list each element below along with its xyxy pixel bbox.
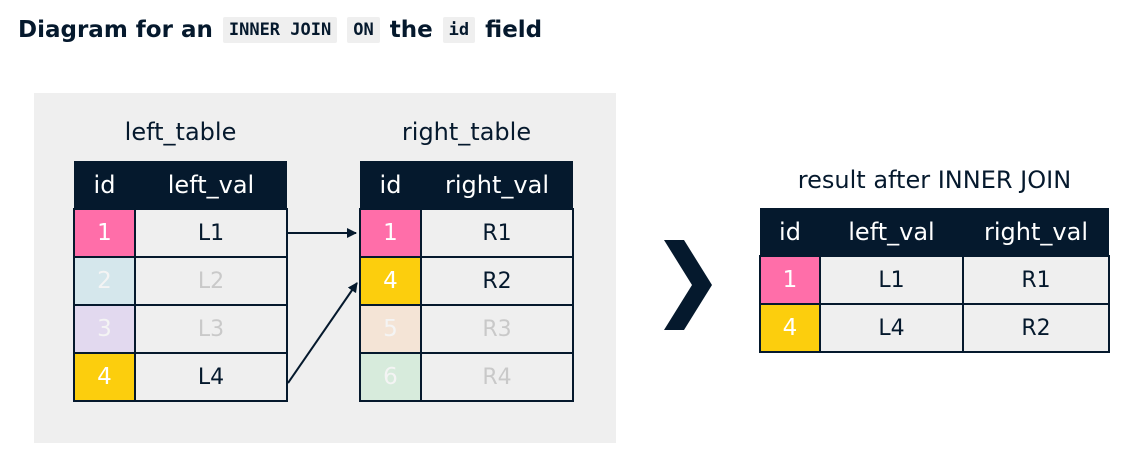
left-table-val-cell: L2 <box>134 256 288 306</box>
title-code-id: id <box>442 17 476 43</box>
right-table-id-cell: 6 <box>359 352 422 402</box>
result-table-caption: result after INNER JOIN <box>797 166 1072 194</box>
left-table-val-cell: L1 <box>134 208 288 258</box>
left-table: id left_val 1 L1 2 L2 3 L3 4 L4 <box>73 161 288 402</box>
left-table-row: 2 L2 <box>73 256 288 306</box>
right-table: id right_val 1 R1 4 R2 5 R3 6 R4 <box>359 161 574 402</box>
right-table-row: 4 R2 <box>359 256 574 306</box>
left-table-id-cell: 4 <box>73 352 136 402</box>
title-prefix: Diagram for an <box>18 17 213 43</box>
left-table-row: 1 L1 <box>73 208 288 258</box>
right-table-header-val: right_val <box>421 161 573 209</box>
right-table-id-cell: 4 <box>359 256 422 306</box>
right-table-caption: right_table <box>401 118 532 146</box>
left-table-caption: left_table <box>124 118 237 146</box>
result-table-row: 4 L4 R2 <box>759 303 1110 353</box>
right-table-header-id: id <box>360 161 421 209</box>
result-table-right-cell: R2 <box>962 303 1110 353</box>
result-table-id-cell: 1 <box>759 255 821 305</box>
left-table-val-cell: L3 <box>134 304 288 354</box>
arrow-row4-to-row2 <box>287 282 358 384</box>
left-table-row: 3 L3 <box>73 304 288 354</box>
title-suffix: field <box>485 17 543 43</box>
left-table-val-cell: L4 <box>134 352 288 402</box>
right-table-id-cell: 1 <box>359 208 422 258</box>
result-table-header-left-val: left_val <box>820 208 963 256</box>
result-table-id-cell: 4 <box>759 303 821 353</box>
result-table: id left_val right_val 1 L1 R1 4 L4 R2 <box>759 208 1110 353</box>
title-code-on: ON <box>347 17 380 43</box>
right-table-val-cell: R4 <box>420 352 574 402</box>
left-table-id-cell: 1 <box>73 208 136 258</box>
left-table-id-cell: 2 <box>73 256 136 306</box>
result-table-header-row: id left_val right_val <box>760 208 1109 256</box>
left-table-header-id: id <box>74 161 135 209</box>
left-table-row: 4 L4 <box>73 352 288 402</box>
left-table-header-row: id left_val <box>74 161 287 209</box>
right-table-row: 5 R3 <box>359 304 574 354</box>
chevron-right-icon <box>664 240 712 330</box>
left-table-id-cell: 3 <box>73 304 136 354</box>
result-table-left-cell: L4 <box>819 303 964 353</box>
result-table-header-right-val: right_val <box>963 208 1109 256</box>
right-table-val-cell: R3 <box>420 304 574 354</box>
right-table-row: 6 R4 <box>359 352 574 402</box>
title-code-inner-join: INNER JOIN <box>222 17 338 43</box>
diagram-title: Diagram for an INNER JOIN ON the id fiel… <box>18 14 552 46</box>
left-table-header-val: left_val <box>135 161 287 209</box>
right-table-val-cell: R1 <box>420 208 574 258</box>
result-table-left-cell: L1 <box>819 255 964 305</box>
right-table-header-row: id right_val <box>360 161 573 209</box>
result-table-row: 1 L1 R1 <box>759 255 1110 305</box>
result-table-header-id: id <box>760 208 820 256</box>
right-table-row: 1 R1 <box>359 208 574 258</box>
right-table-val-cell: R2 <box>420 256 574 306</box>
title-mid: the <box>389 17 433 43</box>
right-table-id-cell: 5 <box>359 304 422 354</box>
result-table-right-cell: R1 <box>962 255 1110 305</box>
